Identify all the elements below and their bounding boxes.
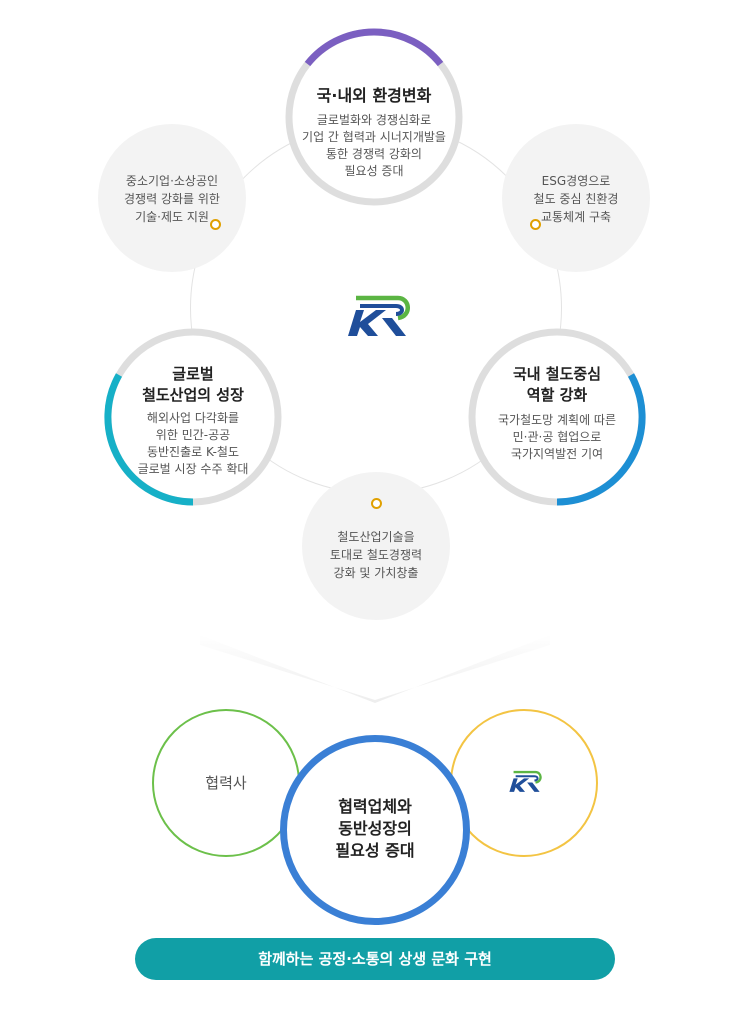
grey-circle-top-left — [98, 124, 246, 272]
connector-dot-bottom — [371, 498, 382, 509]
grey-circle-top-right — [502, 124, 650, 272]
arc-top — [304, 28, 444, 67]
grey-text-top-right: ESG경영으로 철도 중심 친환경 교통체계 구축 — [533, 174, 619, 224]
chevron-down-arrow — [200, 635, 550, 703]
circle-right — [466, 326, 648, 508]
kr-logo — [338, 294, 414, 344]
title-right: 국내 철도중심 역할 강화 — [512, 365, 602, 404]
partner-label: 협력사 — [205, 774, 247, 792]
circle-left — [102, 326, 284, 508]
center-label: 협력업체와 동반성장의 필요성 증대 — [335, 797, 415, 860]
title-left: 글로벌 철도산업의 성장 — [142, 365, 244, 404]
arc-left — [104, 373, 194, 506]
connector-dot-right — [530, 219, 541, 230]
kr-circle — [450, 709, 598, 857]
slogan-banner: 함께하는 공정·소통의 상생 문화 구현 — [135, 938, 615, 980]
title-top: 국·내외 환경변화 — [316, 86, 432, 105]
connector-dot-left — [210, 219, 221, 230]
desc-top: 글로벌화와 경쟁심화로 기업 간 협력과 시너지개발을 통한 경쟁력 강화의 필… — [302, 113, 446, 178]
desc-right: 국가철도망 계획에 따른 민·관·공 협업으로 국가지역발전 기여 — [497, 413, 617, 461]
grey-circle-bottom — [302, 472, 450, 620]
grey-text-top-left: 중소기업·소상공인 경쟁력 강화를 위한 기술·제도 지원 — [124, 174, 220, 224]
partner-circle — [152, 709, 300, 857]
desc-left: 해외사업 다각화를 위한 민간-공공 동반진출로 K-철도 글로벌 시장 수주 … — [137, 411, 249, 476]
circle-top — [283, 26, 465, 208]
center-circle — [280, 735, 470, 925]
arc-right — [556, 373, 646, 506]
grey-text-bottom: 철도산업기술을 토대로 철도경쟁력 강화 및 가치창출 — [329, 530, 423, 580]
kr-logo-small — [504, 770, 544, 798]
